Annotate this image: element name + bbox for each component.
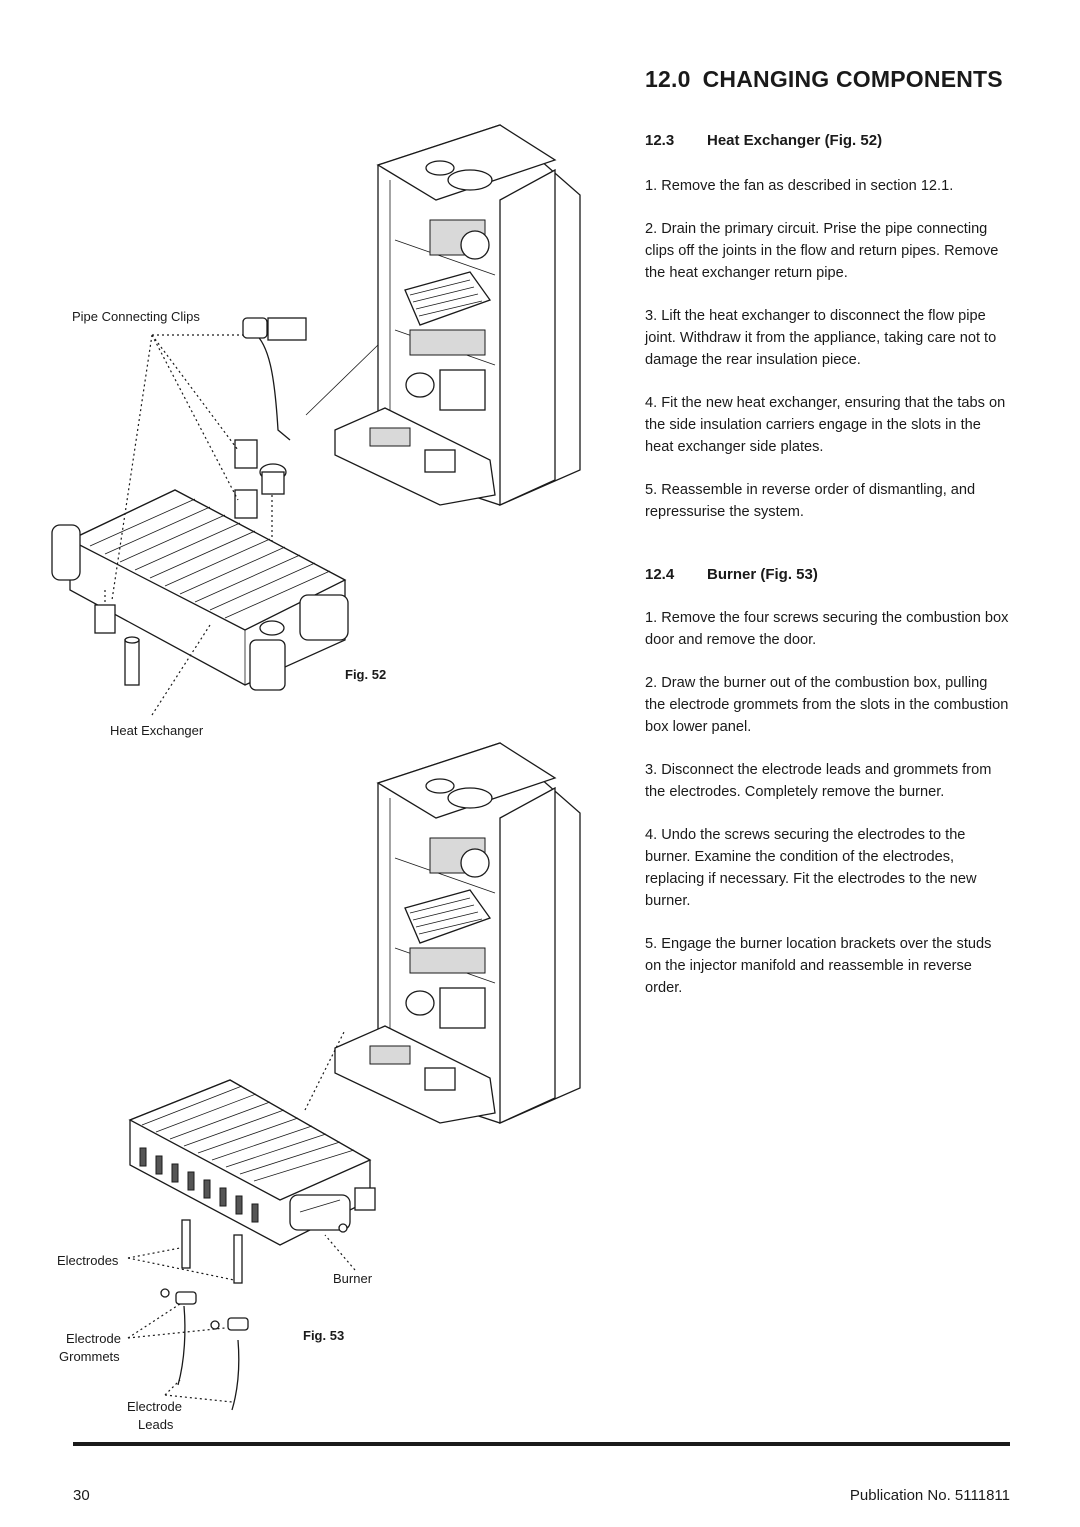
subheading-number: 12.3 [645,132,675,149]
label-burner: Burner [333,1271,373,1286]
subheading-heat-exchanger: 12.3 Heat Exchanger (Fig. 52) [645,132,882,149]
figures-illustration [51,124,581,1411]
section-title: CHANGING COMPONENTS [702,66,1003,92]
page-number: 30 [73,1487,90,1504]
subheading-title: Burner [707,566,757,583]
heat-exchanger-step-4: 4. Fit the new heat exchanger, ensuring … [645,395,1006,455]
heat-exchanger-step-3: 3. Lift the heat exchanger to disconnect… [645,308,997,368]
burner-step-2: 2. Draw the burner out of the combustion… [645,675,1009,735]
heat-exchanger-step-1: 1. Remove the fan as described in sectio… [645,178,954,194]
figure-reference: (Fig. 52) [824,132,883,149]
burner-step-5: 5. Engage the burner location brackets o… [645,936,992,996]
fig53-caption: Fig. 53 [303,1328,345,1343]
label-pipe-connecting-clips: Pipe Connecting Clips [72,309,200,324]
label-electrodes: Electrodes [57,1253,119,1268]
boiler-drawing-fig52 [305,124,581,507]
heat-exchanger-step-2: 2. Drain the primary circuit. Prise the … [645,221,999,281]
label-electrode-grommets-line2: Grommets [59,1349,120,1364]
burner-step-4: 4. Undo the screws securing the electrod… [645,827,977,909]
section-number: 12.0 [645,66,691,92]
figure-reference: (Fig. 53) [760,566,818,583]
subheading-number: 12.4 [645,566,675,583]
burner-step-3: 3. Disconnect the electrode leads and gr… [645,762,992,800]
fig52-leader-lines [111,334,243,716]
heat-exchanger-drawing [51,317,349,691]
section-heading: 12.0 CHANGING COMPONENTS [645,66,1003,93]
subheading-burner: 12.4 Burner (Fig. 53) [645,566,818,583]
publication-number: Publication No. 5111811 [849,1487,1010,1504]
label-heat-exchanger: Heat Exchanger [110,723,204,738]
label-electrode-leads-line1: Electrode [127,1399,182,1414]
fig52-caption: Fig. 52 [345,667,387,682]
subheading-title: Heat Exchanger [707,132,821,149]
heat-exchanger-step-5: 5. Reassemble in reverse order of disman… [645,482,976,520]
burner-step-1: 1. Remove the four screws securing the c… [645,610,1009,648]
burner-drawing [128,1029,376,1411]
footer-rule [73,1442,1010,1446]
label-electrode-leads-line2: Leads [138,1417,174,1432]
boiler-drawing-fig53 [334,742,581,1125]
label-electrode-grommets-line1: Electrode [66,1331,121,1346]
fig53-leader-lines [127,1234,356,1403]
